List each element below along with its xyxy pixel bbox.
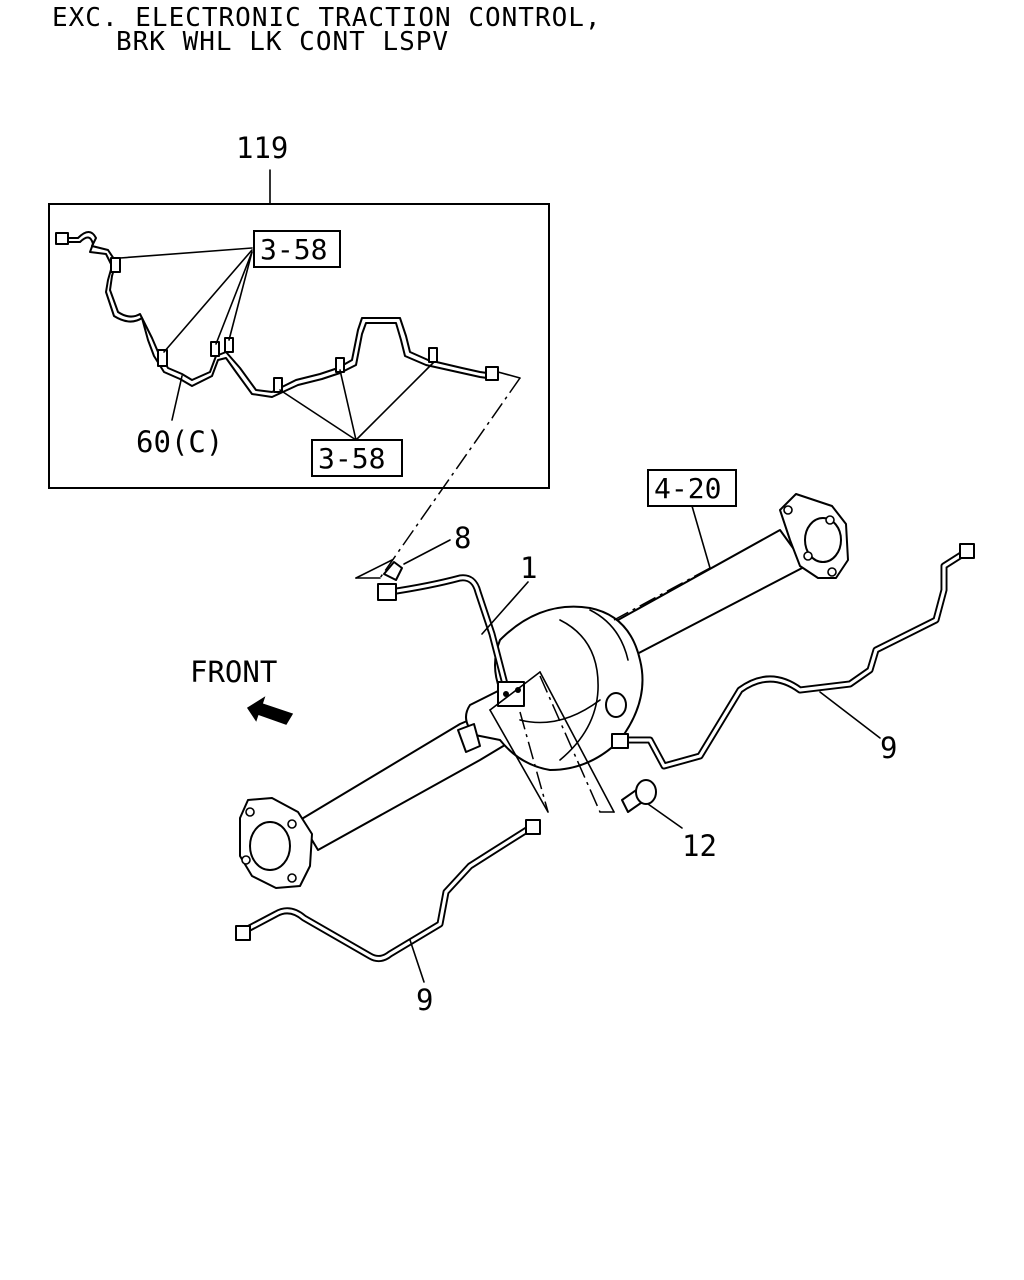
inset-brake-pipe (55, 231, 499, 398)
axle-bracket (457, 723, 481, 753)
callout-8[interactable]: 8 (454, 521, 471, 555)
leader-4-20-dash (613, 567, 711, 621)
inset-assembly: 119 3-58 3-58 (48, 131, 550, 489)
header-line-1: EXC. ELECTRONIC TRACTION CONTROL, (52, 3, 602, 33)
header-line-2: BRK WHL LK CONT LSPV (116, 27, 449, 57)
pipe-fitting (959, 543, 975, 559)
inset-clip (210, 341, 220, 357)
leader-60c (171, 375, 183, 421)
clip-8 (383, 561, 403, 581)
front-label: FRONT (190, 655, 277, 689)
pipe-fitting (525, 819, 541, 835)
inset-clip (428, 347, 438, 363)
bolt-12 (621, 779, 657, 813)
leader-8 (403, 539, 451, 565)
callout-60c[interactable]: 60(C) (136, 425, 223, 459)
leader-9-right (819, 691, 881, 739)
bracket-outline (489, 671, 615, 813)
inset-clip (157, 349, 168, 367)
inset-clip (110, 257, 121, 273)
inset-clip (273, 377, 283, 393)
leader-1 (481, 581, 529, 635)
flex-hose (377, 561, 525, 707)
pipe-fitting (235, 925, 251, 941)
callout-9-right[interactable]: 9 (880, 731, 897, 765)
leader-9-left (409, 939, 425, 983)
callout-119[interactable]: 119 (236, 131, 288, 165)
arrow-left-icon (246, 696, 294, 725)
rear-axle-housing (239, 493, 849, 889)
ref-box-upper (253, 230, 341, 268)
inset-frame (48, 203, 550, 489)
callout-4-20[interactable]: 4-20 (654, 472, 721, 505)
callout-12[interactable]: 12 (682, 829, 717, 863)
callout-1[interactable]: 1 (520, 551, 537, 585)
flange-right (779, 493, 849, 579)
callout-9-left[interactable]: 9 (416, 983, 433, 1017)
brake-pipe-left (235, 819, 541, 963)
leaders-3-58-lower (279, 361, 435, 441)
brake-pipe-right (611, 543, 975, 770)
hose-fitting (377, 583, 397, 601)
inset-fitting-right (485, 366, 499, 381)
flange-left (239, 797, 313, 889)
leader-12 (647, 803, 683, 829)
leader-4-20 (691, 505, 711, 569)
callout-3-58-upper[interactable]: 3-58 (260, 233, 327, 266)
inset-connection-lines (355, 371, 521, 579)
inset-fitting-left (55, 232, 69, 245)
callout-3-58-lower[interactable]: 3-58 (318, 442, 385, 475)
pipe-fitting (611, 733, 629, 749)
leaders-3-58-upper (119, 247, 253, 353)
